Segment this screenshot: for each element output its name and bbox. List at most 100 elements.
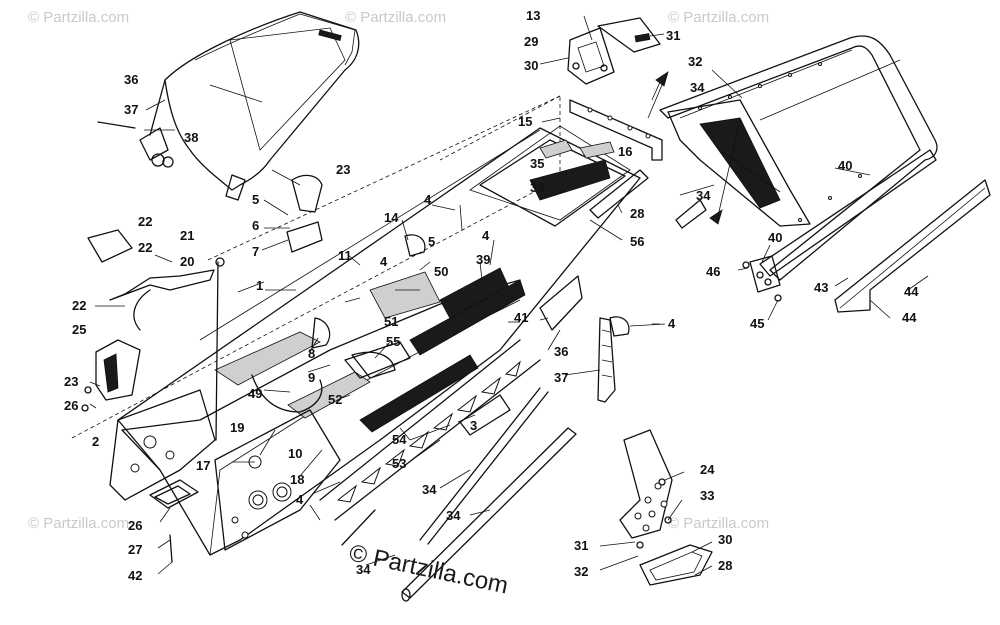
footrest-plate [619, 429, 673, 539]
plate-25 [149, 479, 199, 509]
callout-label: 40 [838, 158, 852, 173]
cap-17 [291, 174, 323, 213]
callout-label: 26 [128, 518, 142, 533]
callout-label: 4 [424, 192, 432, 207]
bracket-38-40 [567, 17, 661, 85]
strap-36 [597, 317, 616, 403]
callout-label: 51 [384, 314, 398, 329]
callout-label: 34 [446, 508, 461, 523]
watermark-text: © Partzilla.com [668, 9, 769, 26]
callout-label: 49 [248, 386, 262, 401]
callout-label: 36 [554, 344, 568, 359]
callout-label: 5 [428, 234, 435, 249]
callout-label: 29 [524, 34, 538, 49]
heat-exchanger-56 [287, 371, 371, 419]
callout-label: 27 [128, 542, 142, 557]
callout-label: 23 [64, 374, 78, 389]
rear-bumper [659, 35, 938, 281]
callout-label: 32 [688, 54, 702, 69]
watermark-text: © Partzilla.com [345, 9, 446, 26]
callout-label: 7 [252, 244, 259, 259]
callout-label: 31 [574, 538, 588, 553]
callout-label: 30 [718, 532, 732, 547]
callout-label: 1 [256, 278, 263, 293]
bracket-3 [459, 394, 511, 436]
callout-label: 40 [768, 230, 782, 245]
watermark-text: © Partzilla.com [668, 515, 769, 532]
callout-label: 20 [180, 254, 194, 269]
callout-label: 10 [288, 446, 302, 461]
callout-label: 25 [72, 322, 86, 337]
callout-label: 33 [700, 488, 714, 503]
callout-label: 34 [422, 482, 437, 497]
cap-5 [404, 234, 426, 257]
callout-label: 4 [380, 254, 388, 269]
callout-label: 9 [308, 370, 315, 385]
bracket-35 [539, 275, 583, 331]
callout-label: 22 [72, 298, 86, 313]
callout-label: 15 [518, 114, 532, 129]
bumper-holes [698, 62, 862, 222]
callout-label: 56 [630, 234, 644, 249]
rods [341, 387, 577, 602]
callout-label: 5 [252, 192, 259, 207]
callout-label: 4 [668, 316, 676, 331]
heat-exchanger-55 [369, 271, 441, 319]
callout-label: 8 [308, 346, 315, 361]
small-parts-left [81, 174, 630, 563]
callout-label: 45 [750, 316, 764, 331]
callout-label: 52 [328, 392, 342, 407]
cap-4 [609, 316, 630, 337]
callout-label: 21 [180, 228, 194, 243]
cap-8 [311, 317, 331, 349]
callout-label: 4 [482, 228, 490, 243]
lower-right-parts [619, 429, 713, 586]
callout-label: 36 [124, 72, 138, 87]
callout-label: 3 [470, 418, 477, 433]
tunnel-frame [109, 125, 641, 556]
heat-exchanger-53 [214, 331, 321, 386]
brand-watermark: © Partzilla.com [347, 539, 511, 599]
callouts: 36 37 38 13 29 30 31 32 34 15 16 35 39 3… [64, 8, 919, 583]
pad-20 [87, 229, 133, 263]
callout-label: 22 [138, 240, 152, 255]
callout-label: 39 [530, 180, 544, 195]
callout-label: 28 [630, 206, 644, 221]
callout-label: 6 [252, 218, 259, 233]
callout-label: 44 [902, 310, 917, 325]
callout-label: 44 [904, 284, 919, 299]
leader-lines [89, 15, 929, 576]
callout-label: 19 [230, 420, 244, 435]
bracket-7 [286, 221, 323, 253]
callout-label: 22 [138, 214, 152, 229]
watermark-text: © Partzilla.com [28, 9, 129, 26]
callout-label: 34 [356, 562, 371, 577]
callout-label: 34 [690, 80, 705, 95]
callout-label: 37 [554, 370, 568, 385]
callout-label: 42 [128, 568, 142, 583]
callout-label: 32 [574, 564, 588, 579]
callout-label: 43 [814, 280, 828, 295]
callout-label: 37 [124, 102, 138, 117]
bar-18 [109, 269, 215, 301]
bar-13 [569, 99, 663, 161]
protector-47 [834, 179, 991, 313]
callout-label: 35 [530, 156, 544, 171]
rail-37 [589, 169, 707, 229]
callout-label: 4 [296, 492, 304, 507]
callout-label: 17 [196, 458, 210, 473]
callout-label: 55 [386, 334, 400, 349]
callout-label: 18 [290, 472, 304, 487]
callout-label: 30 [524, 58, 538, 73]
callout-label: 28 [718, 558, 732, 573]
direction-arrows [647, 71, 741, 225]
callout-label: 41 [514, 310, 528, 325]
callout-label: 34 [696, 188, 711, 203]
watermarks: © Partzilla.com © Partzilla.com © Partzi… [28, 9, 769, 532]
callout-label: 46 [706, 264, 720, 279]
side-lattice [319, 339, 541, 521]
callout-label: 31 [666, 28, 680, 43]
watermark-text: © Partzilla.com [28, 515, 129, 532]
